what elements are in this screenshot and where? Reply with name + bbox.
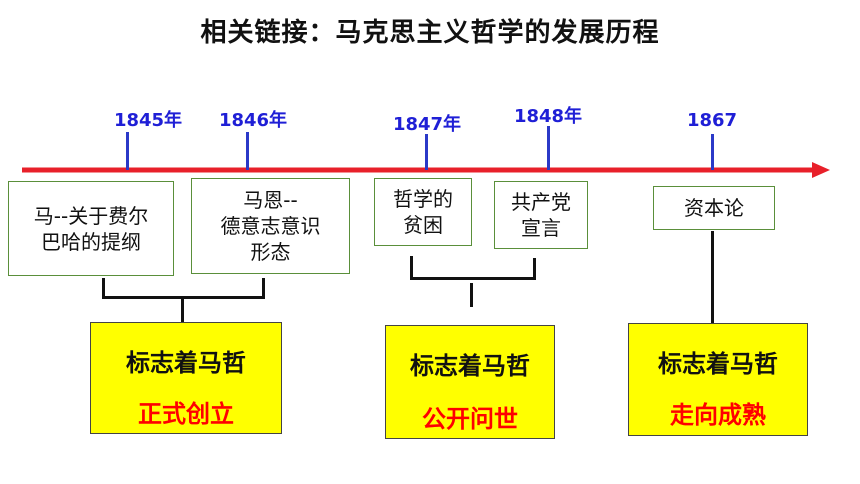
stage-label: 标志着马哲 xyxy=(658,350,778,378)
bracket-left-1 xyxy=(102,278,105,298)
page-title: 相关链接：马克思主义哲学的发展历程 xyxy=(200,18,660,48)
stage-box-published: 标志着马哲 公开问世 xyxy=(385,325,555,439)
tick-1845 xyxy=(126,132,129,170)
stage-box-founded: 标志着马哲 正式创立 xyxy=(90,322,282,434)
work-box-poverty-philosophy: 哲学的 贫困 xyxy=(374,178,472,246)
tick-1847 xyxy=(425,134,428,170)
year-label-1867: 1867 xyxy=(686,110,738,131)
work-box-thesis-feuerbach: 马--关于费尔 巴哈的提纲 xyxy=(8,181,174,276)
work-box-german-ideology: 马恩-- 德意志意识 形态 xyxy=(191,178,350,274)
bracket-right-2 xyxy=(533,258,536,279)
bracket-left-2 xyxy=(410,256,413,279)
connector-3 xyxy=(711,231,714,324)
year-label-1847: 1847年 xyxy=(392,114,462,135)
year-label-1845: 1845年 xyxy=(113,110,183,131)
arrow-head-icon xyxy=(812,162,830,178)
stage-result: 走向成熟 xyxy=(670,401,766,429)
bracket-right-1 xyxy=(262,278,265,298)
bracket-bar-2 xyxy=(410,277,536,280)
stage-label: 标志着马哲 xyxy=(410,352,530,380)
bracket-stem-1 xyxy=(181,296,184,322)
stage-box-mature: 标志着马哲 走向成熟 xyxy=(628,323,808,436)
work-box-communist-manifesto: 共产党 宣言 xyxy=(494,181,588,249)
work-box-das-kapital: 资本论 xyxy=(653,186,775,230)
stage-result: 正式创立 xyxy=(138,400,234,428)
bracket-stem-2 xyxy=(470,283,473,307)
stage-label: 标志着马哲 xyxy=(126,349,246,377)
stage-result: 公开问世 xyxy=(422,405,518,433)
tick-1867 xyxy=(711,134,714,170)
tick-1846 xyxy=(246,132,249,170)
tick-1848 xyxy=(547,126,550,170)
year-label-1848: 1848年 xyxy=(513,106,583,127)
year-label-1846: 1846年 xyxy=(218,110,288,131)
